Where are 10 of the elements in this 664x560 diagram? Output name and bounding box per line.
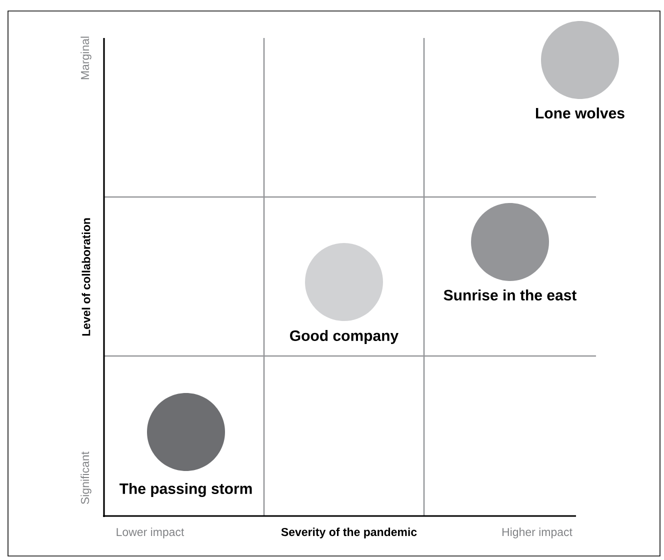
axis-end-label: Lower impact bbox=[116, 528, 184, 538]
quadrant-label: The passing storm bbox=[120, 482, 252, 498]
quadrant-label: Good company bbox=[290, 330, 398, 344]
quadrant-label: Lone wolves bbox=[536, 108, 624, 118]
axis-title: Severity of the pandemic bbox=[281, 528, 417, 538]
quadrant-label: Sunrise in the east bbox=[444, 290, 576, 300]
axis-end-label: Significant bbox=[80, 452, 92, 504]
axis-title: Level of collaboration bbox=[82, 218, 90, 336]
axis-end-label: Higher impact bbox=[502, 528, 572, 538]
axis-end-label: Marginal bbox=[80, 36, 92, 80]
